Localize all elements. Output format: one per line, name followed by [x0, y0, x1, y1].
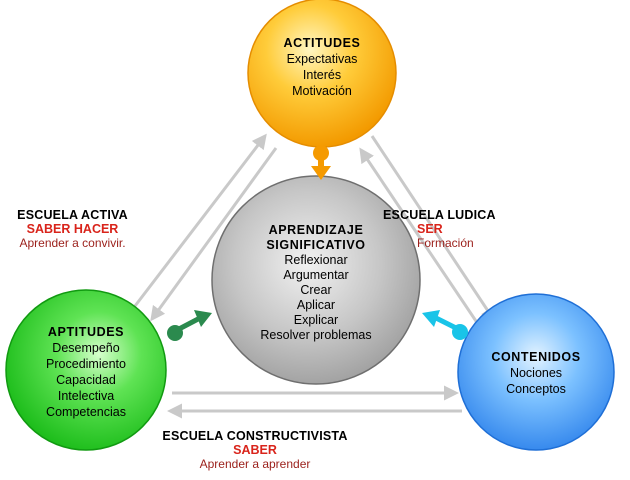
- escuela-ludica-label: ESCUELA LUDICA SER Formación: [383, 208, 496, 250]
- arrow-actitudes-to-aptitudes: [150, 147, 278, 322]
- aprendizaje-item: Reflexionar: [284, 253, 348, 267]
- escuela-constructivista-key: SABER: [233, 442, 277, 457]
- actitudes-item: Interés: [302, 68, 342, 82]
- aprendizaje-item: Explicar: [293, 313, 339, 327]
- escuela-constructivista-sub: Aprender a aprender: [199, 456, 311, 471]
- aptitudes-item: Competencias: [46, 405, 126, 419]
- aptitudes-item: Desempeño: [52, 341, 120, 355]
- aprendizaje-node: APRENDIZAJE SIGNIFICATIVO Reflexionar Ar…: [236, 223, 396, 343]
- escuela-activa-label: ESCUELA ACTIVA SABER HACER Aprender a co…: [0, 208, 145, 250]
- escuela-constructivista-label: ESCUELA CONSTRUCTIVISTA SABER Aprender a…: [150, 429, 360, 471]
- aprendizaje-title-line: SIGNIFICATIVO: [266, 238, 366, 252]
- aptitudes-circle: [5, 289, 167, 451]
- actitudes-title: ACTITUDES: [283, 36, 361, 50]
- aprendizaje-circle: [211, 175, 421, 385]
- arrow-contenidos-to-actitudes: [359, 147, 484, 331]
- orange-pointer-icon: [311, 145, 331, 180]
- aptitudes-title: APTITUDES: [47, 325, 125, 339]
- aprendizaje-item: Aplicar: [296, 298, 336, 312]
- aprendizaje-item: Resolver problemas: [260, 328, 372, 342]
- escuela-ludica-name: ESCUELA LUDICA: [383, 208, 496, 222]
- escuela-ludica-key: SER: [417, 221, 443, 236]
- arrow-aptitudes-to-actitudes: [133, 133, 267, 307]
- actitudes-item: Expectativas: [286, 52, 358, 66]
- escuela-activa-sub: Aprender a convivir.: [19, 235, 126, 250]
- aptitudes-item: Procedimiento: [46, 357, 126, 371]
- contenidos-circle: [457, 293, 615, 451]
- contenidos-title: CONTENIDOS: [491, 350, 581, 364]
- aprendizaje-item: Argumentar: [283, 268, 349, 282]
- connector-arrows: [133, 133, 496, 419]
- escuela-activa-key: SABER HACER: [26, 221, 119, 236]
- green-pointer-icon: [167, 310, 212, 341]
- contenidos-item: Nociones: [509, 366, 563, 380]
- escuela-ludica-sub: Formación: [417, 235, 474, 250]
- escuela-activa-name: ESCUELA ACTIVA: [17, 208, 128, 222]
- arrow-actitudes-to-contenidos: [370, 135, 496, 323]
- escuela-constructivista-name: ESCUELA CONSTRUCTIVISTA: [162, 429, 348, 443]
- cyan-pointer-icon: [422, 310, 468, 340]
- contenidos-node: CONTENIDOS Nociones Conceptos: [476, 349, 596, 397]
- actitudes-node: ACTITUDES Expectativas Interés Motivació…: [262, 35, 382, 99]
- aptitudes-node: APTITUDES Desempeño Procedimiento Capaci…: [26, 324, 146, 420]
- aprendizaje-title-line: APRENDIZAJE: [268, 223, 364, 237]
- aptitudes-item: Capacidad: [56, 373, 116, 387]
- aprendizaje-item: Crear: [300, 283, 332, 297]
- aptitudes-item: Intelectiva: [57, 389, 115, 403]
- actitudes-item: Motivación: [292, 84, 352, 98]
- contenidos-item: Conceptos: [506, 382, 566, 396]
